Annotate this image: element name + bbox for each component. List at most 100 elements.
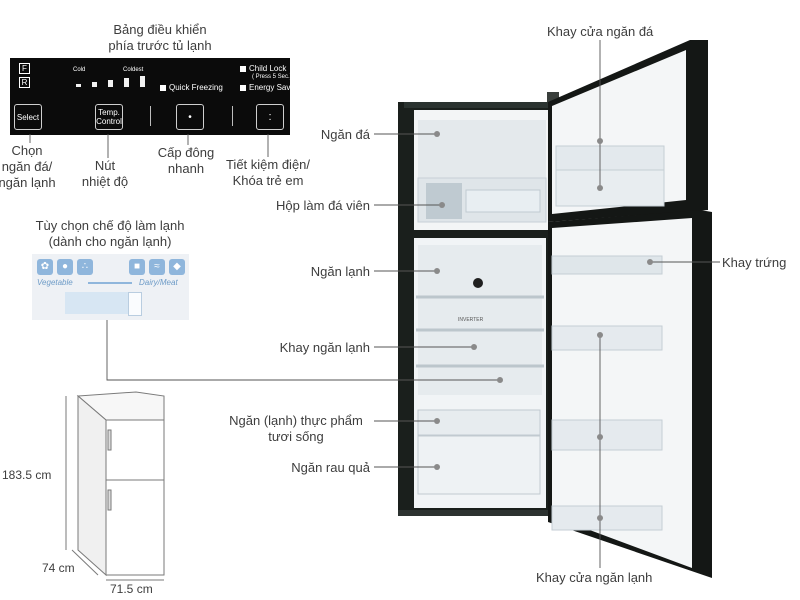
quick-freezing-caption-line1: Cấp đông [157, 145, 215, 160]
quick-freezing-caption: Cấp đông nhanh [150, 145, 222, 177]
mode-slider-track [65, 292, 137, 314]
fridge-logo-icon [473, 278, 483, 288]
inverter-text: INVERTER [458, 317, 484, 323]
energy-saving-button[interactable]: : [256, 104, 284, 130]
dimension-lines [65, 396, 164, 581]
box-handle-bottom [107, 489, 112, 511]
fridge-door [548, 210, 712, 578]
ice-tray-icon [426, 183, 462, 219]
cooling-mode-selector: ✿ ● ∴ ■ ≈ ◆ Vegetable Dairy/Meat [32, 254, 189, 320]
box-front [105, 419, 165, 576]
select-button[interactable]: Select [14, 104, 42, 130]
energy-saving-caption-line1: Tiết kiệm điện/ [225, 157, 311, 172]
dot-fridge [434, 268, 440, 274]
cooling-modes-title-line1: Tùy chọn chế độ làm lạnh [35, 218, 185, 233]
compartment-divider [400, 230, 550, 236]
panel-child-lock-text: Child Lock [249, 64, 287, 73]
energy-saving-caption: Tiết kiệm điện/ Khóa trẻ em [218, 157, 318, 189]
panel-divider-1 [150, 106, 151, 126]
fresh-food-label: Ngăn (lạnh) thực phẩm tươi sống [222, 413, 370, 445]
panel-child-lock: Child Lock [240, 64, 286, 73]
ice-box-label: Hộp làm đá viên [276, 198, 370, 213]
temp-level-bar-5 [140, 76, 145, 87]
dot-freezer-door-2 [597, 185, 603, 191]
leader-cooling-mode [106, 320, 500, 381]
temp-level-bar-3 [108, 80, 113, 87]
child-lock-led [240, 65, 246, 72]
panel-title-line1: Bảng điều khiển [113, 22, 207, 37]
vegetable-drawer-label: Ngăn rau quả [291, 460, 370, 475]
fridge-base [398, 510, 550, 516]
fridge-door-bin-1 [551, 325, 663, 351]
mode-slider-knob[interactable] [128, 292, 142, 316]
depth-dimension: 74 cm [42, 561, 75, 575]
temp-level-bar-2 [92, 82, 97, 87]
meat-icon: ◆ [169, 259, 185, 275]
fresh-food-label-line1: Ngăn (lạnh) thực phẩm [229, 413, 363, 428]
dot-freezer-door-1 [597, 138, 603, 144]
energy-saving-caption-line2: Khóa trẻ em [232, 173, 304, 188]
temp-caption-line1: Nút [94, 158, 116, 173]
fridge-door-inner [552, 218, 692, 568]
freezer-door-bin-2 [555, 169, 665, 207]
panel-f-indicator: F [19, 63, 30, 74]
dot-egg [647, 259, 653, 265]
ice-bin [465, 189, 541, 213]
fridge-shelf-label: Khay ngăn lạnh [279, 340, 370, 355]
dot-fridge-door-2 [597, 434, 603, 440]
height-dimension: 183.5 cm [2, 468, 51, 482]
carrot-icon: ✿ [37, 259, 53, 275]
cooling-modes-title-line2: (dành cho ngăn lạnh) [48, 234, 172, 249]
cheese-icon: ■ [129, 259, 145, 275]
cooling-modes-title: Tùy chọn chế độ làm lạnh (dành cho ngăn … [22, 218, 198, 250]
leader-dots [434, 131, 653, 521]
fridge-door-bin-2 [551, 419, 663, 451]
control-panel: F R Cold Coldest Quick Freezing Child Lo… [10, 58, 301, 135]
fridge-body: INVERTER [398, 92, 559, 516]
dot-fridge-door-3 [597, 515, 603, 521]
temp-control-button[interactable]: Temp. Control [95, 104, 123, 130]
box-side [77, 394, 107, 577]
temp-btn-line1: Temp. [98, 108, 120, 117]
panel-energy-saving: Energy Saving [240, 83, 301, 92]
freezer-door [548, 40, 708, 222]
select-caption-line1: Chọn [11, 143, 43, 158]
dot-fridge-door-1 [597, 332, 603, 338]
panel-r-indicator: R [19, 77, 30, 88]
select-caption: Chọn ngăn đá/ ngăn lạnh [0, 143, 70, 191]
panel-divider-2 [232, 106, 233, 126]
egg-tray [551, 255, 663, 275]
panel-press5: ( Press 5 Sec.) [252, 74, 292, 80]
hinge-top-icon [547, 92, 559, 102]
panel-cold-label: Cold [73, 67, 86, 73]
panel-title-line2: phía trước tủ lạnh [108, 38, 212, 53]
vegetable-label: Vegetable [37, 278, 73, 287]
quick-freezing-button[interactable]: • [176, 104, 204, 130]
width-dimension: 71.5 cm [110, 582, 153, 596]
temp-caption-line2: nhiệt độ [81, 174, 129, 189]
energy-saving-led [240, 84, 246, 91]
dot-cooling-mode [497, 377, 503, 383]
panel-coldest-label: Coldest [123, 67, 144, 73]
fresh-food-label-line2: tươi sống [268, 429, 324, 444]
fridge-top-edge [404, 102, 550, 108]
panel-title: Bảng điều khiển phía trước tủ lạnh [95, 22, 225, 54]
temp-level-bar-4 [124, 78, 129, 87]
box-handle-top [107, 429, 112, 451]
dot-ice-box [439, 202, 445, 208]
grapes-icon: ∴ [77, 259, 93, 275]
mode-scale-line [88, 282, 132, 284]
fish-icon: ≈ [149, 259, 165, 275]
panel-quick-freezing: Quick Freezing [160, 83, 223, 92]
temp-caption: Nút nhiệt độ [70, 158, 140, 190]
fridge-door-bin-3 [551, 505, 663, 531]
temp-level-bar-1 [76, 84, 81, 87]
egg-tray-label: Khay trứng [722, 255, 787, 270]
select-caption-line3: ngăn lạnh [0, 175, 56, 190]
dot-fresh-food [434, 418, 440, 424]
temp-btn-line2: Control [96, 117, 122, 126]
leader-lines [29, 40, 720, 568]
fridge-door-tray-label: Khay cửa ngăn lạnh [536, 570, 653, 585]
fridge-label: Ngăn lạnh [310, 264, 370, 279]
